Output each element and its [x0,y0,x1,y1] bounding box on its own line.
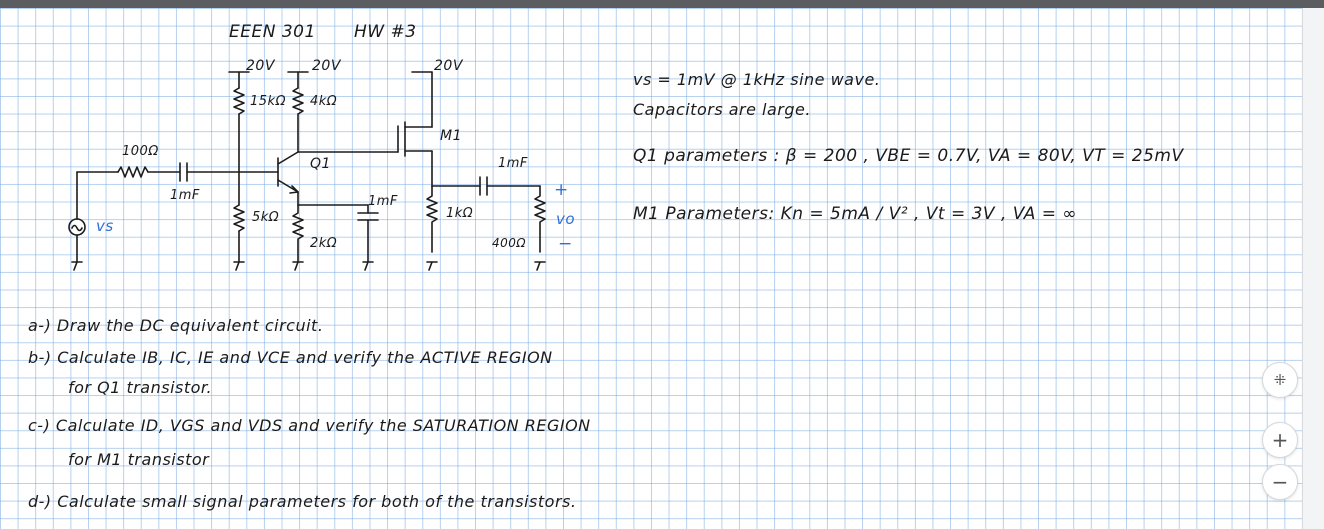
label-2k: 2kΩ [310,236,338,251]
ground-2k [292,261,304,271]
homework-title: HW #3 [354,22,417,42]
resistor-15k [233,87,245,115]
label-100: 100Ω [122,144,159,159]
label-cout: 1mF [498,156,528,171]
supply-label-right: 20V [434,58,463,74]
question-d: d-) Calculate small signal parameters fo… [28,492,577,511]
label-5k: 5kΩ [252,210,280,225]
ground-source [71,261,83,271]
label-q1: Q1 [310,156,331,172]
label-vo: vo [556,210,576,228]
question-a: a-) Draw the DC equivalent circuit. [28,316,324,335]
given-m1-parameters: M1 Parameters: Kn = 5mA / V² , Vt = 3V ,… [633,204,1078,224]
resistor-1k [426,185,438,253]
ground-cap [362,261,374,271]
label-1k: 1kΩ [446,206,474,221]
resistor-100 [117,166,149,178]
label-load: 400Ω [492,236,527,250]
question-b-line2: for Q1 transistor. [68,378,213,397]
label-plus: + [554,180,569,200]
resistor-5k [233,204,245,232]
given-capacitors: Capacitors are large. [633,100,811,119]
resistor-2k [292,204,304,262]
label-minus: − [558,234,573,254]
resistor-4k [292,87,304,115]
resistor-load [534,185,546,253]
canvas-right-edge [1302,8,1324,529]
question-c-line2: for M1 transistor [68,450,210,469]
supply-label-left: 20V [246,58,275,74]
label-15k: 15kΩ [250,94,287,109]
fit-view-button[interactable]: ⁜ [1262,362,1298,398]
course-title: EEEN 301 [229,22,316,42]
ground-1k [426,261,438,271]
ground-5k [233,261,245,271]
label-m1: M1 [440,128,462,144]
given-q1-parameters: Q1 parameters : β = 200 , VBE = 0.7V, VA… [633,146,1184,166]
question-b-line1: b-) Calculate IB, IC, IE and VCE and ver… [28,348,553,367]
question-c-line1: c-) Calculate ID, VGS and VDS and verify… [28,416,591,435]
label-cemitter: 1mF [368,194,398,209]
graph-paper-canvas[interactable] [0,8,1324,529]
window-top-bar [0,0,1324,8]
supply-label-mid: 20V [312,58,341,74]
given-source: vs = 1mV @ 1kHz sine wave. [633,70,881,89]
zoom-in-button[interactable]: + [1262,422,1298,458]
label-cin: 1mF [170,188,200,203]
zoom-out-button[interactable]: − [1262,464,1298,500]
ground-load [534,261,546,271]
label-4k: 4kΩ [310,94,338,109]
label-vs: vs [96,217,114,235]
